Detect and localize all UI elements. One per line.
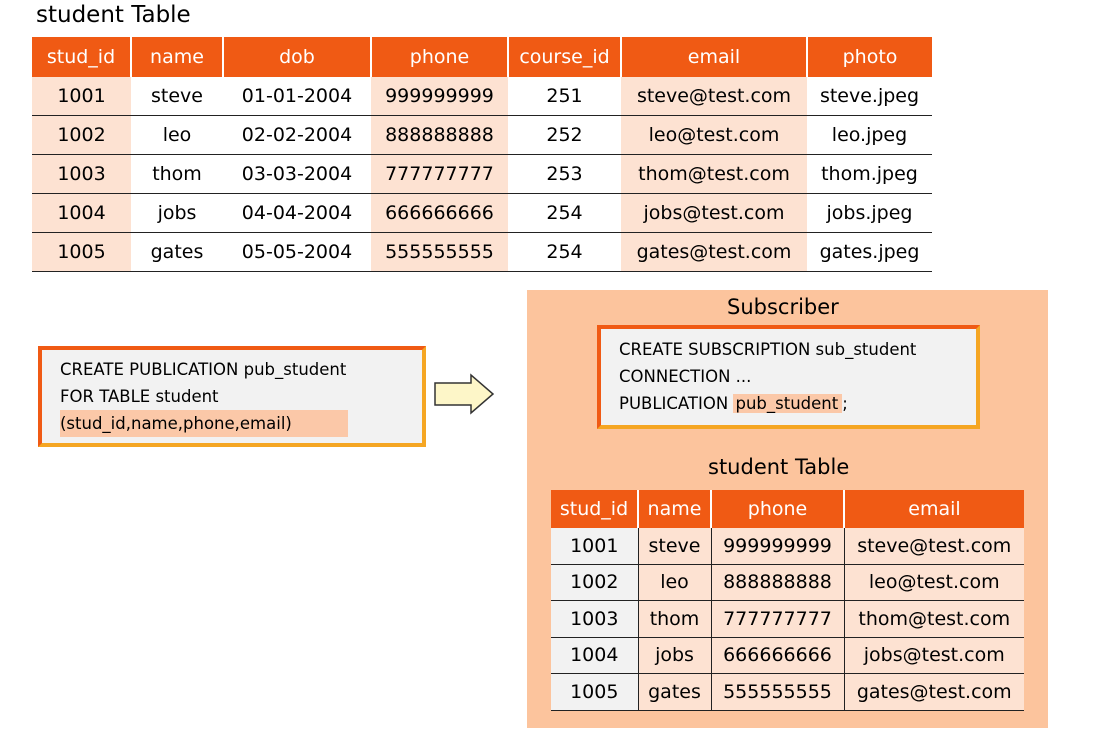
table-cell: 1004 bbox=[551, 637, 638, 674]
column-header: photo bbox=[806, 37, 932, 77]
right-arrow-icon bbox=[434, 373, 495, 415]
table-cell: 1004 bbox=[32, 193, 131, 233]
table-cell: 1005 bbox=[551, 673, 638, 711]
table-cell: leo@test.com bbox=[621, 115, 807, 155]
table-cell: thom bbox=[637, 600, 711, 638]
table-cell: jobs bbox=[131, 193, 223, 233]
column-header: course_id bbox=[507, 37, 621, 77]
table-cell: 999999999 bbox=[371, 77, 508, 116]
table-cell: 1003 bbox=[32, 154, 131, 194]
table-cell: thom@test.com bbox=[621, 154, 807, 194]
table-cell: steve@test.com bbox=[843, 528, 1024, 565]
table-cell: leo.jpeg bbox=[807, 115, 932, 155]
table-cell: 888888888 bbox=[710, 564, 844, 601]
table-cell: leo@test.com bbox=[843, 564, 1024, 601]
table-row: 1005 gates 05-05-2004 555555555 254 gate… bbox=[32, 232, 932, 272]
table-cell: gates@test.com bbox=[621, 232, 807, 272]
table-cell: 555555555 bbox=[710, 673, 844, 711]
table-cell: 252 bbox=[508, 115, 621, 155]
table-cell: steve bbox=[131, 77, 223, 116]
table-cell: 777777777 bbox=[710, 600, 844, 638]
table-cell: jobs@test.com bbox=[621, 193, 807, 233]
table-cell: leo bbox=[637, 564, 711, 601]
table-cell: 1002 bbox=[551, 564, 638, 601]
subscription-line-2: CONNECTION ... bbox=[619, 367, 752, 386]
table-cell: leo bbox=[131, 115, 223, 155]
table-cell: jobs@test.com bbox=[843, 637, 1024, 674]
subscription-line-3: PUBLICATION pub_student; bbox=[619, 394, 848, 413]
subscriber-student-table: stud_id name phone email 1001 steve 9999… bbox=[551, 490, 1024, 711]
column-header: email bbox=[620, 37, 807, 77]
table-cell: 777777777 bbox=[371, 154, 508, 194]
table-cell: 1003 bbox=[551, 600, 638, 638]
publication-name-highlight: pub_student bbox=[733, 394, 843, 413]
table-cell: jobs.jpeg bbox=[807, 193, 932, 233]
subscription-sql-box: CREATE SUBSCRIPTION sub_student CONNECTI… bbox=[597, 325, 980, 429]
table-row: 1002 leo 888888888 leo@test.com bbox=[551, 564, 1024, 601]
table-cell: 999999999 bbox=[710, 528, 844, 565]
table-cell: thom bbox=[131, 154, 223, 194]
table-row: 1004 jobs 04-04-2004 666666666 254 jobs@… bbox=[32, 193, 932, 233]
table-cell: 1005 bbox=[32, 232, 131, 272]
publication-columns: (stud_id,name,phone,email) bbox=[60, 410, 348, 437]
table-cell: 04-04-2004 bbox=[223, 193, 371, 233]
table-row: 1001 steve 01-01-2004 999999999 251 stev… bbox=[32, 77, 932, 116]
table-cell: jobs bbox=[637, 637, 711, 674]
subscription-line-1: CREATE SUBSCRIPTION sub_student bbox=[619, 340, 917, 359]
table-cell: 1001 bbox=[32, 77, 131, 116]
table-cell: 666666666 bbox=[710, 637, 844, 674]
table-row: 1003 thom 777777777 thom@test.com bbox=[551, 600, 1024, 638]
table-cell: 254 bbox=[508, 193, 621, 233]
table-cell: 666666666 bbox=[371, 193, 508, 233]
column-header: stud_id bbox=[551, 490, 638, 528]
table-header-row: stud_id name phone email bbox=[551, 490, 1024, 528]
table-row: 1004 jobs 666666666 jobs@test.com bbox=[551, 637, 1024, 674]
table-cell: gates.jpeg bbox=[807, 232, 932, 272]
main-table-title: student Table bbox=[36, 2, 191, 28]
table-cell: gates@test.com bbox=[843, 673, 1024, 711]
table-header-row: stud_id name dob phone course_id email p… bbox=[32, 37, 932, 77]
table-cell: 253 bbox=[508, 154, 621, 194]
table-cell: steve.jpeg bbox=[807, 77, 932, 116]
subscriber-title: Subscriber bbox=[727, 295, 839, 319]
table-cell: 888888888 bbox=[371, 115, 508, 155]
column-header: name bbox=[130, 37, 223, 77]
table-cell: 02-02-2004 bbox=[223, 115, 371, 155]
table-cell: steve@test.com bbox=[621, 77, 807, 116]
table-cell: steve bbox=[637, 528, 711, 565]
table-cell: 1002 bbox=[32, 115, 131, 155]
table-row: 1001 steve 999999999 steve@test.com bbox=[551, 528, 1024, 565]
column-header: dob bbox=[222, 37, 371, 77]
table-cell: thom.jpeg bbox=[807, 154, 932, 194]
column-header: phone bbox=[710, 490, 844, 528]
table-cell: 1001 bbox=[551, 528, 638, 565]
table-row: 1002 leo 02-02-2004 888888888 252 leo@te… bbox=[32, 115, 932, 155]
column-header: stud_id bbox=[32, 37, 131, 77]
table-cell: gates bbox=[637, 673, 711, 711]
publication-line-2: FOR TABLE student bbox=[60, 387, 219, 406]
column-header: email bbox=[843, 490, 1024, 528]
table-cell: thom@test.com bbox=[843, 600, 1024, 638]
main-student-table: stud_id name dob phone course_id email p… bbox=[32, 37, 932, 272]
column-header: phone bbox=[370, 37, 508, 77]
publication-sql-box: CREATE PUBLICATION pub_student FOR TABLE… bbox=[38, 346, 426, 447]
table-cell: 01-01-2004 bbox=[223, 77, 371, 116]
table-cell: 251 bbox=[508, 77, 621, 116]
table-cell: 03-03-2004 bbox=[223, 154, 371, 194]
table-row: 1005 gates 555555555 gates@test.com bbox=[551, 673, 1024, 711]
table-cell: 254 bbox=[508, 232, 621, 272]
subscriber-table-title: student Table bbox=[708, 455, 850, 479]
table-cell: 05-05-2004 bbox=[223, 232, 371, 272]
column-header: name bbox=[637, 490, 711, 528]
table-cell: gates bbox=[131, 232, 223, 272]
publication-line-1: CREATE PUBLICATION pub_student bbox=[60, 360, 347, 379]
table-cell: 555555555 bbox=[371, 232, 508, 272]
table-row: 1003 thom 03-03-2004 777777777 253 thom@… bbox=[32, 154, 932, 194]
